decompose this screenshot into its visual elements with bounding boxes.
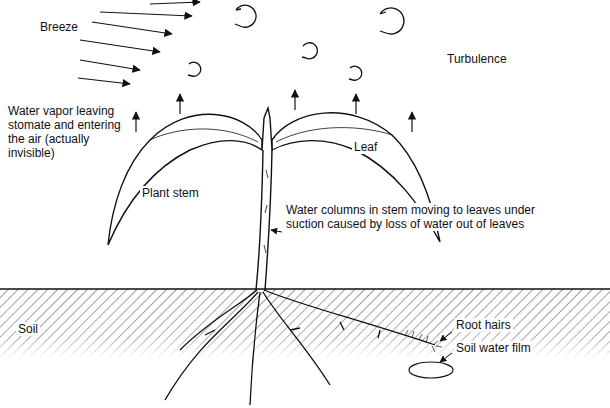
ground-line: [0, 288, 610, 290]
breeze-label: Breeze: [38, 20, 80, 34]
stem-label: Plant stem: [140, 186, 201, 200]
water-column-note: Water columns in stem moving to leaves u…: [284, 203, 538, 231]
root-hairs-label: Root hairs: [454, 318, 513, 332]
water-film-label: Soil water film: [454, 341, 533, 355]
vapor-note: Water vapor leaving stomate and entering…: [6, 104, 128, 160]
root-hairs: [405, 330, 442, 352]
leaf-label: Leaf: [352, 140, 379, 154]
soil-water-film: [409, 362, 453, 378]
soil-label: Soil: [16, 322, 40, 336]
breeze-arrows: [78, 2, 200, 84]
leader-lines: [271, 230, 452, 362]
turbulence-label: Turbulence: [445, 52, 509, 66]
plant-stem: [256, 150, 272, 290]
roots: [165, 290, 435, 405]
turbulence-swirls: [188, 5, 404, 80]
